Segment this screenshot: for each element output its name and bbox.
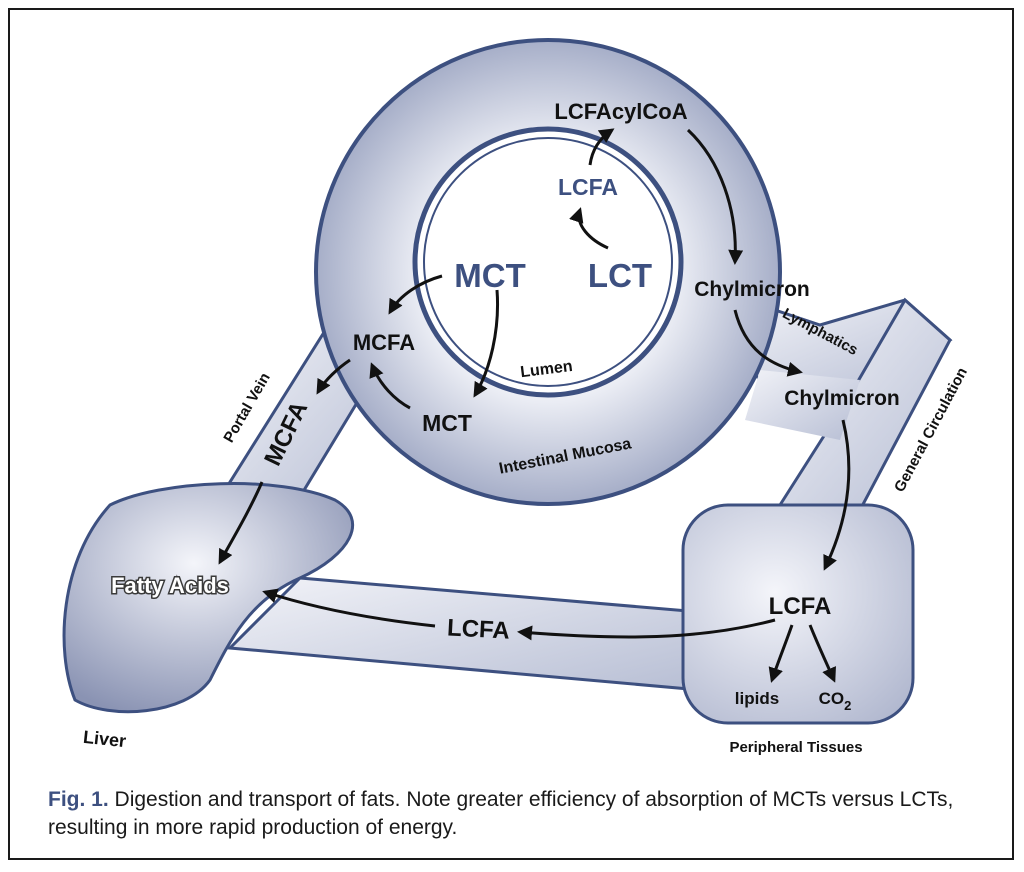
arrow-lcfa-to-co2 xyxy=(808,624,836,683)
arrow-lcfa-to-lipids xyxy=(768,624,794,683)
arrows xyxy=(218,128,851,683)
label-co2-subscript: 2 xyxy=(844,698,851,713)
arrow-mct-to-mct-lower xyxy=(473,289,500,398)
arrow-chylmicron-down xyxy=(733,309,803,377)
label-lipids: lipids xyxy=(735,689,779,708)
label-lcfa-duct: LCFA xyxy=(446,614,510,644)
figure-number: Fig. 1. xyxy=(48,788,109,811)
general-circulation-tube xyxy=(745,297,952,512)
figure-caption: Fig. 1. Digestion and transport of fats.… xyxy=(48,786,978,842)
arrow-tissues-to-liver xyxy=(517,618,776,641)
label-lct-inner: LCT xyxy=(588,257,652,294)
lumen-circle xyxy=(412,126,684,398)
caption-text: Digestion and transport of fats. Note gr… xyxy=(48,788,954,839)
label-lcfa-tissue: LCFA xyxy=(769,593,832,620)
arrow-mct-to-mcfa xyxy=(388,274,443,315)
peripheral-tissues-box xyxy=(681,503,915,725)
liver-shape xyxy=(62,482,355,714)
label-lcfa-acyl-coa: LCFAcylCoA xyxy=(554,99,687,124)
arrow-lcfa-to-fatty-acids xyxy=(262,588,436,628)
arrow-mct-lower-to-mcfa xyxy=(369,362,411,410)
label-mcfa-upper: MCFA xyxy=(353,330,415,355)
label-chylmicron-2: Chylmicron xyxy=(784,387,900,410)
label-fatty-acids: Fatty Acids xyxy=(111,573,229,598)
arrow-portal-to-liver xyxy=(218,481,264,565)
label-lcfa-inner: LCFA xyxy=(558,174,618,200)
label-mct-inner: MCT xyxy=(454,257,525,294)
label-chylmicron-1: Chylmicron xyxy=(694,278,810,301)
label-liver: Liver xyxy=(82,727,127,751)
arrow-mcfa-to-portal xyxy=(316,358,351,395)
arrow-acylcoa-to-chylmicron xyxy=(686,128,744,265)
label-co2: CO2 xyxy=(819,689,852,713)
label-lumen: Lumen xyxy=(519,358,573,381)
label-co2-main: CO xyxy=(819,689,845,708)
arrow-lct-to-lcfa xyxy=(569,207,609,250)
arrow-chylmicron-to-tissues xyxy=(823,419,851,571)
arrow-lcfa-to-acylcoa xyxy=(588,128,615,166)
label-peripheral-tissues: Peripheral Tissues xyxy=(729,739,862,756)
label-mct-lower: MCT xyxy=(422,410,472,436)
